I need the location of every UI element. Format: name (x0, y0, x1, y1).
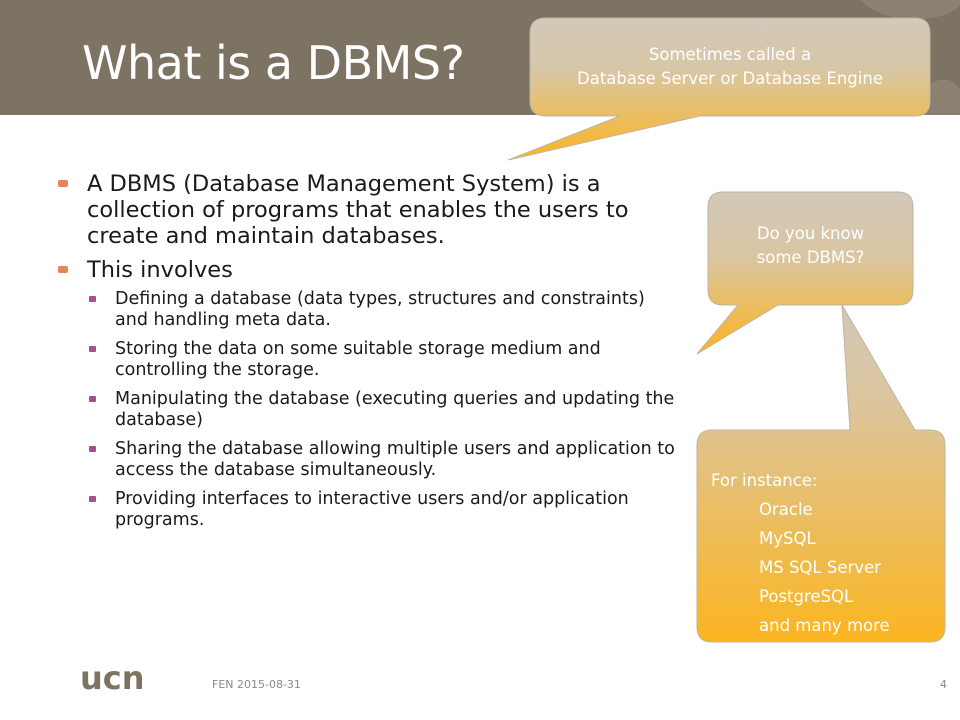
instance-mysql: MySQL (759, 529, 816, 548)
instance-oracle: Oracle (759, 500, 813, 519)
sub-bullet-marker-icon (89, 446, 96, 452)
instance-more: and many more (759, 616, 890, 635)
callout-server-line2: Database Server or Database Engine (577, 69, 883, 88)
sub-bullet-item: Sharing the database allowing multiple u… (58, 439, 678, 481)
callout-server (507, 17, 931, 161)
callout-instances-text: For instance: Oracle MySQL MS SQL Server… (711, 466, 890, 640)
sub-bullet-marker-icon (89, 346, 96, 352)
sub-bullet-marker-icon (89, 496, 96, 502)
callout-server-line1: Sometimes called a (648, 45, 812, 64)
callout-question-line1: Do you know (756, 224, 865, 243)
bullet-list: A DBMS (Database Management System) is a… (58, 171, 678, 539)
footer-date: FEN 2015-08-31 (212, 678, 301, 691)
sub-bullet-marker-icon (89, 296, 96, 302)
bullet-item: This involves (58, 257, 678, 283)
sub-bullet-item: Manipulating the database (executing que… (58, 389, 678, 431)
page-title: What is a DBMS? (82, 36, 465, 90)
sub-bullet-text: Providing interfaces to interactive user… (115, 489, 629, 530)
sub-bullet-text: Manipulating the database (executing que… (115, 389, 675, 430)
callout-server-text: Sometimes called a Database Server or Da… (530, 43, 930, 91)
bullet-item: A DBMS (Database Management System) is a… (58, 171, 678, 249)
callout-question-line2: some DBMS? (756, 248, 865, 267)
page-number: 4 (940, 678, 947, 691)
logo-text: ucn (80, 663, 145, 693)
bullet-marker-icon (58, 266, 68, 273)
bullet-marker-icon (58, 180, 68, 187)
sub-bullet-marker-icon (89, 396, 96, 402)
instance-mssql: MS SQL Server (759, 558, 881, 577)
sub-bullet-text: Storing the data on some suitable storag… (115, 339, 601, 380)
bullet-text: A DBMS (Database Management System) is a… (87, 171, 629, 249)
instances-heading: For instance: (711, 471, 818, 490)
sub-bullet-text: Sharing the database allowing multiple u… (115, 439, 675, 480)
sub-bullet-text: Defining a database (data types, structu… (115, 289, 645, 330)
sub-bullet-item: Storing the data on some suitable storag… (58, 339, 678, 381)
callout-question-text: Do you know some DBMS? (708, 222, 913, 270)
callout-question (696, 191, 914, 355)
bullet-text: This involves (87, 257, 233, 283)
callout-instances (696, 304, 946, 643)
sub-bullet-item: Providing interfaces to interactive user… (58, 489, 678, 531)
sub-bullet-item: Defining a database (data types, structu… (58, 289, 678, 331)
ucn-logo-icon: ucn (80, 663, 145, 693)
instance-postgresql: PostgreSQL (759, 587, 854, 606)
